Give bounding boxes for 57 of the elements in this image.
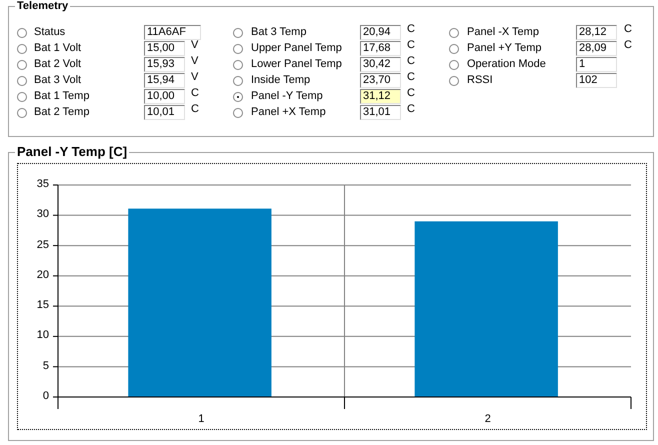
- field-label: Panel -X Temp: [467, 26, 539, 39]
- field-label: Operation Mode: [467, 58, 546, 71]
- field-label: Panel -Y Temp: [251, 90, 323, 103]
- group-heading: Telemetry: [15, 1, 70, 12]
- unit-label: C: [624, 23, 632, 36]
- value-field: 28,09: [576, 41, 617, 56]
- axis-tick-label: 30: [36, 208, 49, 222]
- axis-tick-label: 10: [36, 329, 49, 342]
- field-label: Panel +Y Temp: [467, 42, 542, 55]
- field-label: Panel +X Temp: [251, 106, 326, 119]
- axis-tick-label: 15: [36, 299, 49, 312]
- category-label: 2: [484, 413, 492, 426]
- axis-tick-label: 20: [36, 268, 49, 282]
- field-label: Bat 2 Temp: [34, 106, 90, 119]
- value-field: 23,70: [360, 73, 401, 88]
- unit-label: C: [407, 71, 415, 84]
- field-label: Upper Panel Temp: [251, 42, 342, 55]
- unit-label: C: [407, 87, 415, 100]
- unit-label: C: [191, 103, 199, 116]
- value-field: 10,00: [144, 89, 185, 104]
- field-label: Bat 2 Volt: [34, 58, 82, 71]
- value-field: 20,94: [360, 25, 401, 40]
- axis-tick-label: 0: [42, 390, 49, 403]
- value-field: 102: [576, 73, 617, 88]
- field-label: Lower Panel Temp: [251, 58, 342, 71]
- value-field: 11A6AF: [144, 25, 201, 40]
- field-label: Bat 1 Temp: [34, 90, 90, 103]
- value-field: 15,93: [144, 57, 185, 72]
- value-field: 15,94: [144, 73, 185, 88]
- unit-label: V: [191, 39, 198, 52]
- value-field: 28,12: [576, 25, 617, 40]
- value-field: 10,01: [144, 105, 185, 120]
- unit-label: V: [191, 55, 198, 68]
- unit-label: C: [191, 87, 199, 100]
- axis-tick-label: 25: [36, 238, 49, 252]
- value-field: 30,42: [360, 57, 401, 72]
- value-field: 15,00: [144, 41, 185, 56]
- field-label: Status: [34, 26, 66, 39]
- unit-label: C: [407, 55, 415, 68]
- category-label: 1: [197, 413, 206, 426]
- value-field: 31,12: [360, 89, 401, 104]
- unit-label: C: [407, 103, 415, 116]
- axis-tick-label: 5: [42, 360, 49, 373]
- unit-label: C: [407, 23, 415, 36]
- value-field: 17,68: [360, 41, 401, 56]
- unit-label: V: [191, 71, 198, 84]
- value-field: 31,01: [360, 105, 401, 120]
- field-label: Bat 1 Volt: [34, 42, 82, 55]
- unit-label: C: [407, 39, 415, 52]
- field-label: RSSI: [467, 74, 493, 87]
- group-heading: Panel -Y Temp [C]: [15, 145, 130, 158]
- field-label: Bat 3 Volt: [34, 74, 82, 87]
- axis-tick-label: 35: [36, 178, 49, 191]
- unit-label: C: [624, 39, 632, 52]
- field-label: Inside Temp: [251, 74, 310, 87]
- value-field: 1: [576, 57, 617, 72]
- field-label: Bat 3 Temp: [251, 26, 306, 39]
